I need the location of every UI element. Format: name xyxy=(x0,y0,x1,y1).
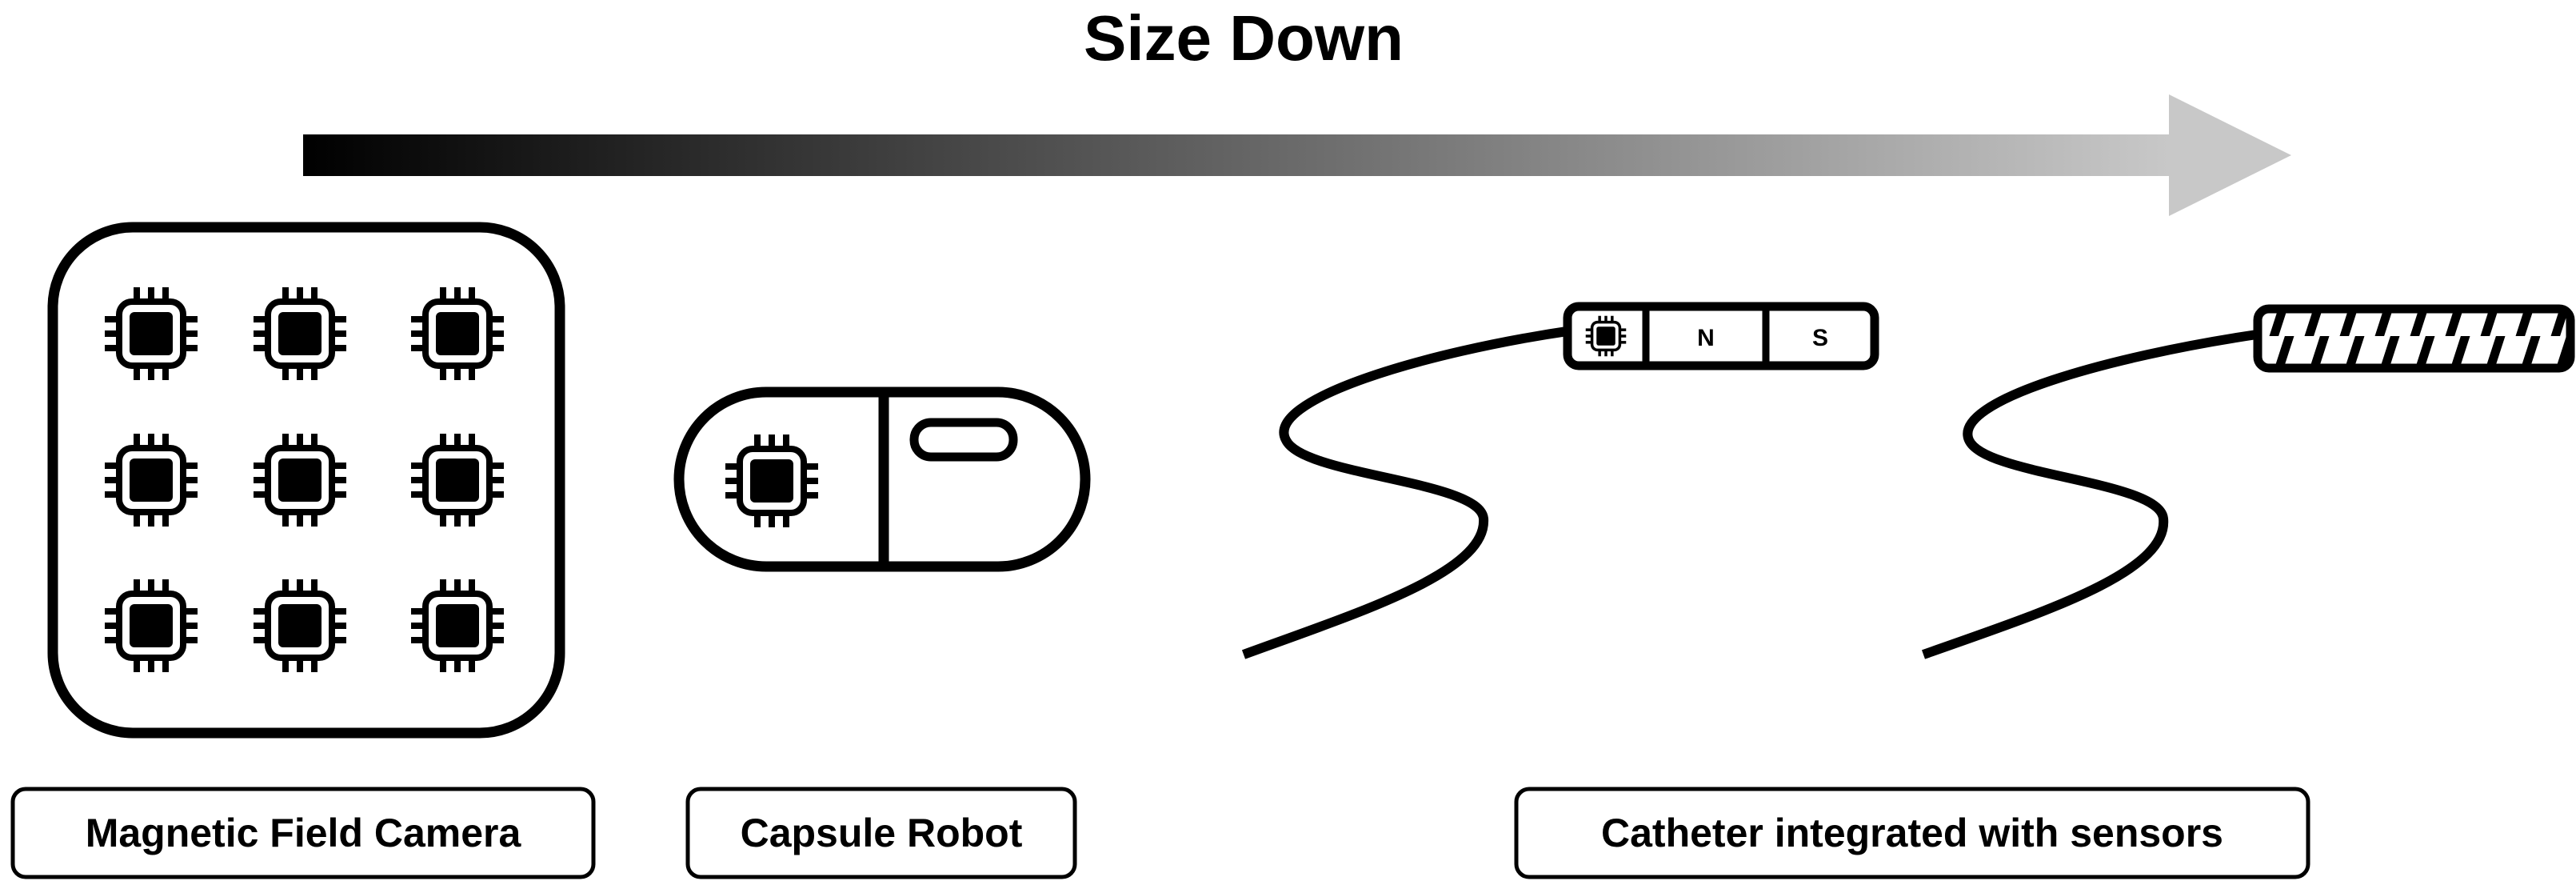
sensor-outline xyxy=(2253,304,2575,373)
catheter-tip-sensor xyxy=(2253,304,2575,373)
capsule-window xyxy=(909,418,1018,462)
camera-grid-icon xyxy=(47,222,565,739)
label-box xyxy=(1514,787,2310,879)
magnet-north-label: N xyxy=(1697,325,1715,351)
title: Size Down xyxy=(1084,2,1404,74)
label-camera-text: Magnetic Field Camera xyxy=(86,811,522,855)
catheter-icon: N S xyxy=(1241,302,1879,659)
label-capsule-text: Capsule Robot xyxy=(741,811,1023,855)
sensor-hatching xyxy=(2258,309,2570,368)
label-box xyxy=(10,787,596,879)
label-capsule: Capsule Robot xyxy=(685,787,1077,879)
magnet-south-label: S xyxy=(1812,325,1828,351)
label-camera: Magnetic Field Camera xyxy=(10,787,596,879)
size-down-arrow xyxy=(303,94,2291,216)
arrow-head xyxy=(2169,94,2291,216)
capsule-robot-icon xyxy=(673,386,1091,572)
arrow-shaft xyxy=(303,134,2171,176)
catheter-wire xyxy=(1241,326,1573,659)
label-catheter: Catheter integrated with sensors xyxy=(1514,787,2310,879)
catheter-tip-magnet: N S xyxy=(1563,302,1879,370)
label-catheter-text: Catheter integrated with sensors xyxy=(1601,811,2223,855)
catheter-icon xyxy=(1922,304,2575,659)
catheter-wire xyxy=(1922,330,2258,659)
label-box xyxy=(685,787,1077,879)
